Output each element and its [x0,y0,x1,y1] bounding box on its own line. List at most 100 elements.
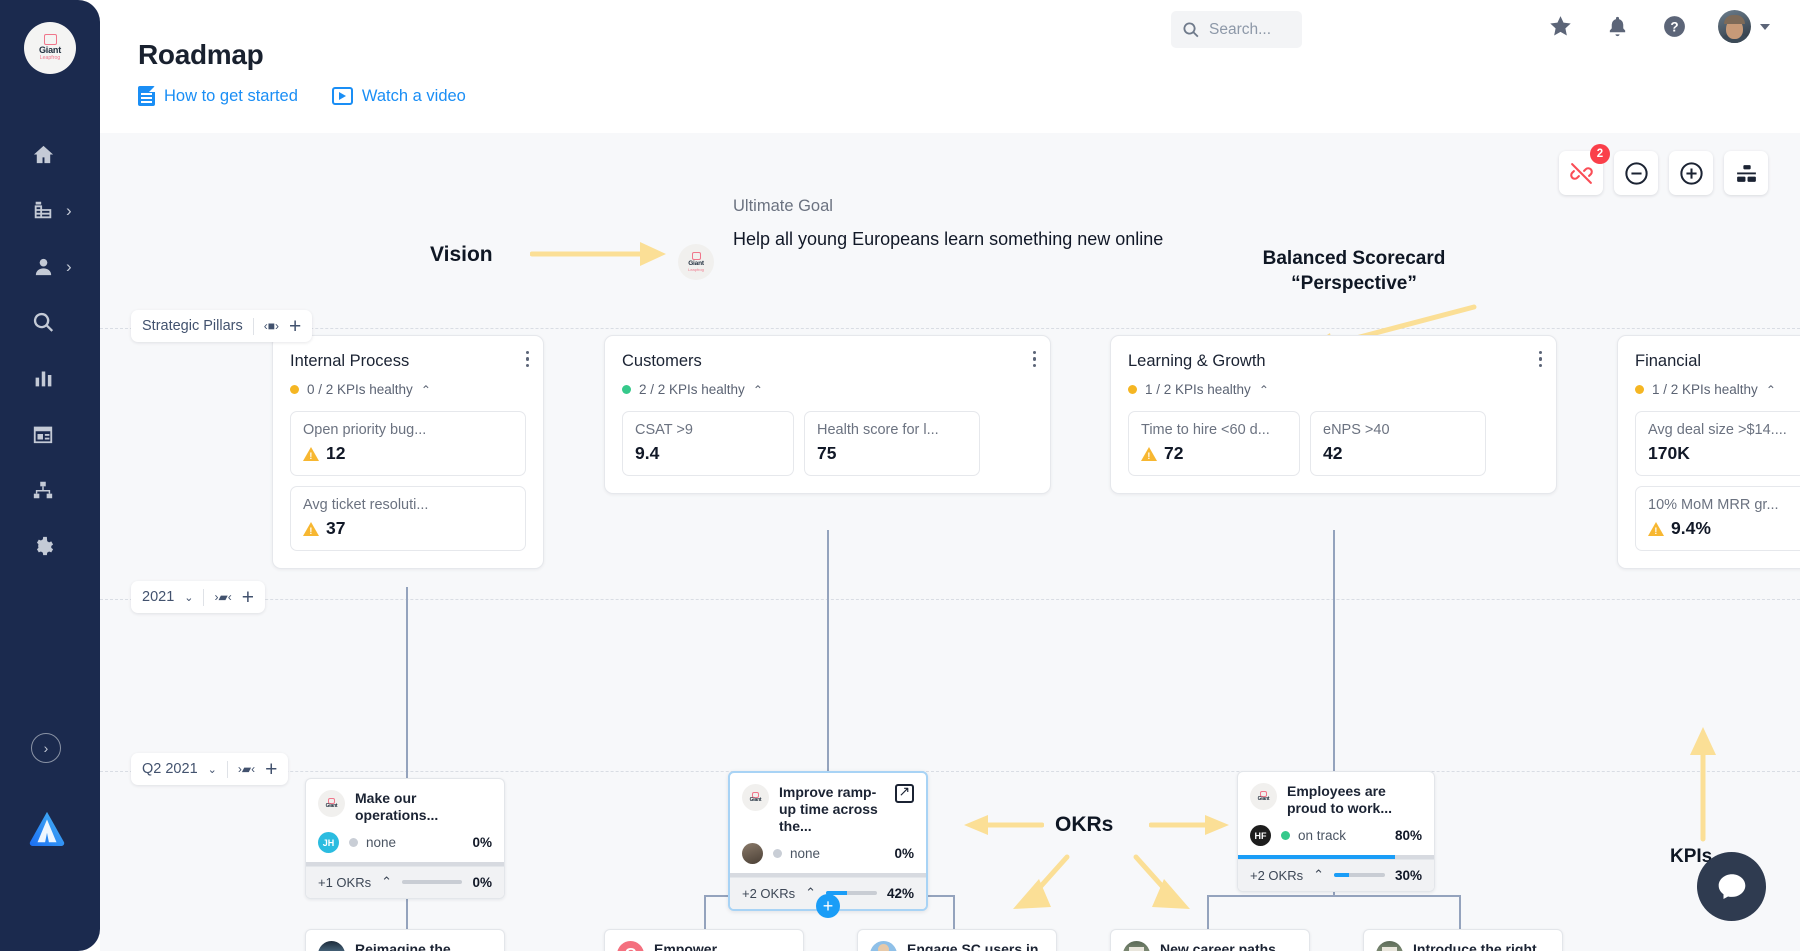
okr-footer: JH none 0% [306,824,504,862]
sidebar-item-people[interactable]: › [0,238,100,294]
okr-footer: HF on track 80% [1238,817,1434,855]
pillar-health: 1 / 2 KPIs healthy ⌃ [1635,382,1800,397]
kpi-box[interactable]: Avg ticket resoluti... 37 [290,486,526,551]
okr-header: Giant Employees are proud to work... [1250,783,1422,817]
okr-body: Introduce the right candidates... [1364,930,1562,951]
kpi-box[interactable]: 10% MoM MRR gr... 9.4% [1635,486,1800,551]
okr-status: none [349,835,462,850]
okr-card-introduce-the-right-candidates[interactable]: Introduce the right candidates... off tr… [1363,929,1563,951]
logo-mark-icon [752,792,759,798]
chevron-down-icon[interactable]: ⌄ [207,763,217,776]
kpi-box[interactable]: Avg deal size >$14.... 170K [1635,411,1800,476]
chevron-up-icon[interactable]: ⌃ [1313,867,1325,882]
kpi-name: Time to hire <60 d... [1141,422,1270,438]
pillar-card-customers[interactable]: Customers 2 / 2 KPIs healthy ⌃ CSAT >9 9… [604,335,1051,494]
layout-button[interactable] [1724,151,1768,195]
chevron-up-icon[interactable]: ⌃ [1258,382,1269,397]
kpi-box[interactable]: eNPS >40 42 [1310,411,1486,476]
quarter-row-chip[interactable]: Q2 2021 ⌄ ›▰‹ + [131,753,289,785]
warning-icon [1648,521,1664,536]
add-okr-button[interactable]: + [265,757,278,781]
kpi-list: Avg deal size >$14.... 170K 10% MoM MRR … [1635,411,1800,551]
kebab-icon [1032,351,1036,368]
sub-okrs-label: +1 OKRs [318,874,372,890]
add-okr-node-button[interactable]: + [816,894,840,918]
pillar-menu-button[interactable] [1032,351,1036,368]
okr-card-improve-ramp-up-time[interactable]: Giant Improve ramp-up time across the...… [728,771,928,911]
kpi-box[interactable]: Open priority bug... 12 [290,411,526,476]
collapse-row-icon[interactable]: ›▰‹ [214,590,232,604]
pillar-menu-button[interactable] [1538,351,1542,368]
app-logo[interactable]: Giant Leapfrog [24,22,76,74]
bell-icon[interactable] [1604,14,1630,40]
okr-card-employees-are-proud[interactable]: Giant Employees are proud to work... HF … [1237,771,1435,892]
annotation-balanced-scorecard: Balanced Scorecard “Perspective” [1224,246,1484,296]
okr-header: Giant Make our operations... [318,790,492,824]
kpi-box[interactable]: CSAT >9 9.4 [622,411,794,476]
pillar-menu-button[interactable] [525,351,529,368]
chevron-down-icon[interactable]: ⌄ [184,591,194,604]
pillar-card-learning-growth[interactable]: Learning & Growth 1 / 2 KPIs healthy ⌃ T… [1110,335,1557,494]
year-row-chip[interactable]: 2021 ⌄ ›▰‹ + [131,581,265,613]
guide-line-year [100,599,1800,600]
gear-icon [30,533,56,559]
broken-link-button[interactable]: 2 [1559,144,1610,195]
broken-link-icon [1569,162,1593,184]
okr-name: Reimagine the product... [355,941,451,951]
sidebar-item-organization[interactable]: › [0,182,100,238]
zoom-in-button[interactable] [1669,151,1713,195]
okr-name: Improve ramp-up time across the... [779,784,878,834]
help-icon[interactable]: ? [1661,14,1687,40]
chevron-up-icon[interactable]: ⌃ [381,874,393,889]
chevron-right-icon: › [66,200,72,220]
chat-support-button[interactable] [1697,852,1766,921]
okr-card-engage-sc-users[interactable]: Engage SC users in other... HF none 0% [857,929,1057,951]
zoom-out-button[interactable] [1614,151,1658,195]
sidebar-item-settings[interactable] [0,518,100,574]
okr-suboKRs[interactable]: +1 OKRs ⌃ 0% [306,866,504,898]
pillar-card-internal-process[interactable]: Internal Process 0 / 2 KPIs healthy ⌃ Op… [272,335,544,569]
okr-name: New career paths for everyone to... [1160,941,1276,951]
user-menu[interactable] [1718,10,1770,43]
sidebar-item-insights[interactable] [0,350,100,406]
add-okr-button[interactable]: + [241,585,254,609]
pillar-card-financial[interactable]: Financial 1 / 2 KPIs healthy ⌃ Avg deal … [1617,335,1800,569]
okr-card-reimagine-the-product[interactable]: Reimagine the product... SM none 0% [305,929,505,951]
annotation-bsc-line1: Balanced Scorecard [1262,248,1446,269]
collapse-row-icon[interactable]: ›▰‹ [237,762,256,776]
sidebar-item-search[interactable] [0,294,100,350]
open-external-icon[interactable] [895,783,914,803]
chevron-up-icon[interactable]: ⌃ [420,382,431,397]
search-input[interactable]: Search... [1171,11,1302,48]
sidebar-item-roadmap[interactable] [0,462,100,518]
owner-avatar [742,843,763,864]
sidebar-item-home[interactable] [0,126,100,182]
okr-percent: 80% [1394,828,1422,843]
how-to-get-started-link[interactable]: How to get started [138,86,298,106]
divider [252,317,254,335]
sidebar: Giant Leapfrog › › [0,0,100,951]
strategic-pillars-row-chip[interactable]: Strategic Pillars ‹■› + [131,310,313,342]
sidebar-collapse-button[interactable]: › [31,733,61,763]
warning-icon [303,521,319,536]
sidebar-nav: › › [0,126,100,574]
kpi-box[interactable]: Time to hire <60 d... 72 [1128,411,1300,476]
okr-percent: 0% [894,846,914,861]
star-icon[interactable] [1547,14,1573,40]
add-pillar-button[interactable]: + [288,314,302,338]
okr-card-new-career-paths[interactable]: New career paths for everyone to... none… [1110,929,1310,951]
kpi-value: 9.4 [635,443,660,463]
watch-a-video-link[interactable]: Watch a video [331,87,466,106]
pillar-health-label: 1 / 2 KPIs healthy [1652,382,1758,397]
okr-card-make-our-operations[interactable]: Giant Make our operations... JH none 0% … [305,778,505,899]
chevron-up-icon[interactable]: ⌃ [752,382,763,397]
chevron-up-icon[interactable]: ⌃ [805,885,817,900]
okr-suboKRs[interactable]: +2 OKRs ⌃ 30% [1238,859,1434,891]
okr-card-empower-customers[interactable]: C Empower customers to... HF none 84% [604,929,804,951]
sidebar-item-calendar[interactable] [0,406,100,462]
brand-triangle-icon[interactable] [28,810,66,846]
kpi-box[interactable]: Health score for l... 75 [804,411,980,476]
logo-subtitle: Leapfrog [688,267,704,272]
chevron-up-icon[interactable]: ⌃ [1765,382,1776,397]
collapse-row-icon[interactable]: ‹■› [263,319,279,333]
